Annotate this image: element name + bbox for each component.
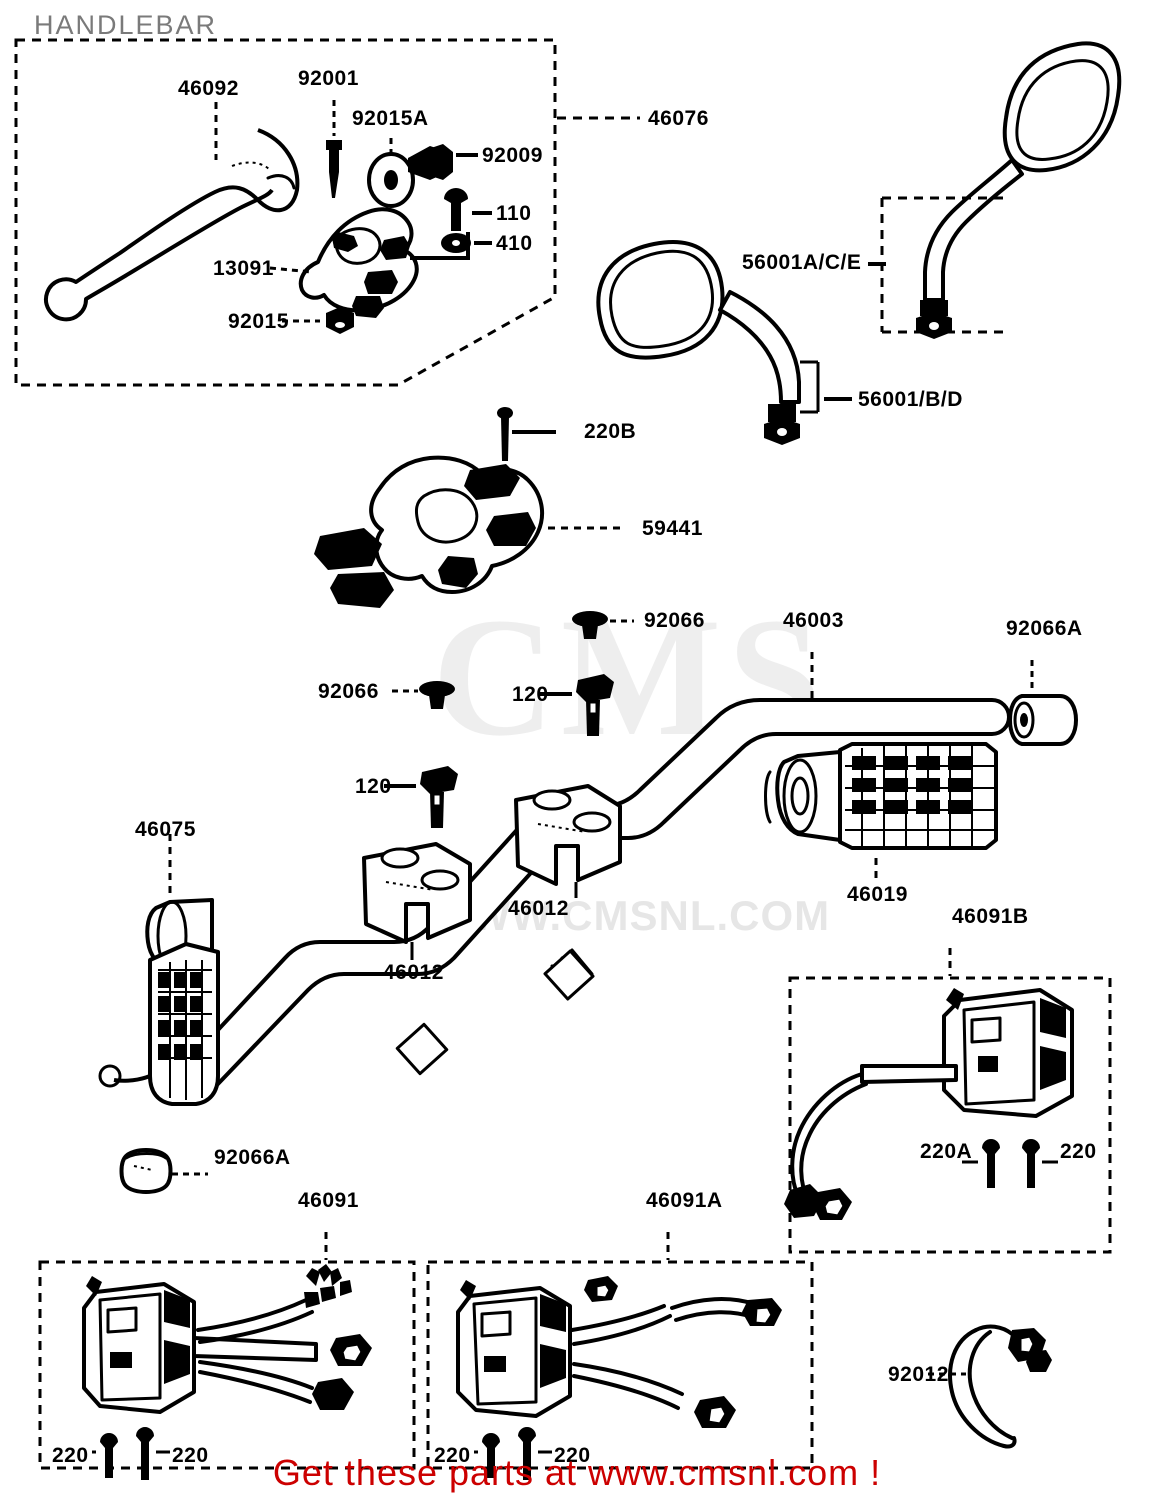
label-46076: 46076 <box>648 107 709 130</box>
label-46019: 46019 <box>847 883 908 906</box>
label-46091B: 46091B <box>952 905 1029 928</box>
label-46012-upper: 46012 <box>508 897 569 920</box>
label-13091: 13091 <box>213 257 274 280</box>
label-220-left-a: 220 <box>52 1444 89 1467</box>
label-59441: 59441 <box>642 517 703 540</box>
label-56001-B-D: 56001/B/D <box>858 388 963 411</box>
label-92066A-left: 92066A <box>214 1146 291 1169</box>
label-220A: 220A <box>920 1140 973 1163</box>
label-110: 110 <box>496 202 532 225</box>
label-46091: 46091 <box>298 1189 359 1212</box>
label-92009: 92009 <box>482 144 543 167</box>
page-title: HANDLEBAR <box>34 10 218 40</box>
label-410: 410 <box>496 232 533 255</box>
label-220-left-b: 220 <box>172 1444 209 1467</box>
label-92066-left: 92066 <box>318 680 379 703</box>
label-46003: 46003 <box>783 609 844 632</box>
label-220-mid-a: 220 <box>434 1444 471 1467</box>
label-120-left: 120 <box>355 775 392 798</box>
label-56001A-C-E: 56001A/C/E <box>742 251 862 274</box>
label-220-mid-b: 220 <box>554 1444 591 1467</box>
label-46092: 46092 <box>178 77 239 100</box>
label-92066-top: 92066 <box>644 609 705 632</box>
label-92012: 92012 <box>888 1363 949 1386</box>
label-220B: 220B <box>584 420 637 443</box>
label-92015: 92015 <box>228 310 289 333</box>
footer-promo-text: Get these parts at www.cmsnl.com ! <box>272 1452 882 1493</box>
label-46075: 46075 <box>135 818 196 841</box>
label-46091A: 46091A <box>646 1189 723 1212</box>
label-220-right: 220 <box>1060 1140 1097 1163</box>
label-92001: 92001 <box>298 67 359 90</box>
label-46012-lower: 46012 <box>383 961 444 984</box>
label-92015A: 92015A <box>352 107 429 130</box>
label-92066A-right: 92066A <box>1006 617 1083 640</box>
label-120-right: 120 <box>512 683 549 706</box>
